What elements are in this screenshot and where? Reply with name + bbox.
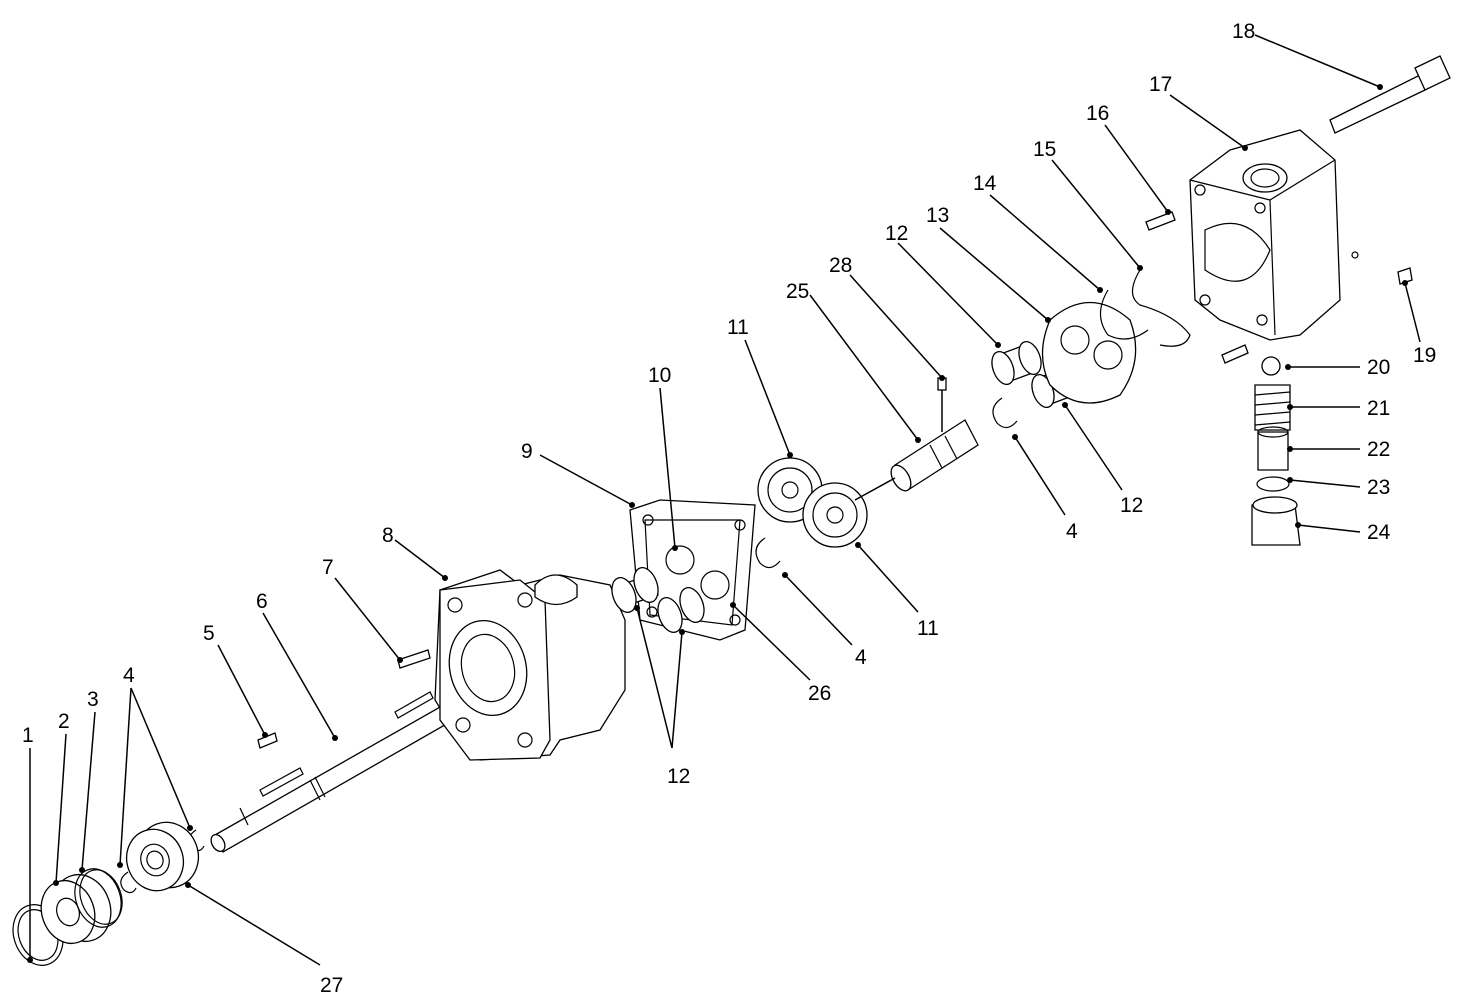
callout-9: 9 xyxy=(521,440,533,463)
seal-part xyxy=(40,873,112,945)
snap-ring-part xyxy=(992,397,1018,429)
bearing-part xyxy=(125,821,200,892)
wear-plate-part xyxy=(1041,301,1137,404)
plug-part xyxy=(1397,267,1413,285)
snap-ring-part xyxy=(755,537,781,569)
callout-12-top: 12 xyxy=(885,222,908,245)
drive-shaft-part xyxy=(210,689,479,853)
bolt-part xyxy=(1329,55,1451,134)
bushing-part xyxy=(657,587,705,633)
leader-dots xyxy=(27,84,1408,963)
callout-10: 10 xyxy=(648,364,671,387)
spring-part xyxy=(1254,384,1291,431)
callout-4-mid: 4 xyxy=(855,646,867,669)
leader-lines xyxy=(29,34,1421,966)
callout-17: 17 xyxy=(1149,73,1172,96)
callout-26: 26 xyxy=(808,682,831,705)
bushing-part xyxy=(611,567,659,613)
dowel-pin-part xyxy=(937,377,947,432)
callout-21: 21 xyxy=(1367,397,1390,420)
callout-13: 13 xyxy=(926,204,949,227)
callout-14: 14 xyxy=(973,172,997,195)
key-part xyxy=(397,649,431,669)
dowel-pin-part xyxy=(1145,211,1176,231)
callout-18: 18 xyxy=(1232,20,1255,43)
callout-28: 28 xyxy=(829,254,852,277)
callout-12-right: 12 xyxy=(1120,494,1143,517)
callout-7: 7 xyxy=(322,556,334,579)
rear-housing-part xyxy=(1189,129,1359,341)
dowel-pin-part xyxy=(1221,344,1249,364)
callout-24: 24 xyxy=(1367,521,1391,544)
cap-nut-part xyxy=(1251,496,1301,546)
callout-22: 22 xyxy=(1367,438,1390,461)
seal-part xyxy=(1099,289,1149,340)
o-ring-part xyxy=(1256,476,1290,492)
callout-12-bottom: 12 xyxy=(667,765,690,788)
callout-1: 1 xyxy=(22,724,34,747)
relief-valve-part xyxy=(1257,426,1289,471)
callout-16: 16 xyxy=(1086,102,1109,125)
callout-15: 15 xyxy=(1033,138,1056,161)
callout-3: 3 xyxy=(87,688,99,711)
callout-8: 8 xyxy=(382,524,394,547)
callout-2: 2 xyxy=(58,710,70,733)
callout-20: 20 xyxy=(1367,356,1390,379)
check-ball-part xyxy=(1261,356,1281,376)
callout-23: 23 xyxy=(1367,476,1390,499)
callout-4-right: 4 xyxy=(1066,520,1078,543)
gear-part xyxy=(802,482,868,548)
bushing-part xyxy=(991,341,1042,385)
callout-5: 5 xyxy=(203,622,215,645)
seal-part xyxy=(1131,269,1191,347)
callout-6: 6 xyxy=(256,590,268,613)
callout-25: 25 xyxy=(786,280,809,303)
callout-27: 27 xyxy=(320,974,343,997)
callout-4: 4 xyxy=(123,664,135,687)
callout-19: 19 xyxy=(1413,344,1436,367)
snap-ring-part xyxy=(120,871,137,894)
idler-shaft-part xyxy=(854,419,979,501)
front-housing-part xyxy=(434,569,626,761)
spacer-ring-part xyxy=(74,868,123,928)
callout-11-bottom: 11 xyxy=(917,617,939,640)
key-part xyxy=(257,732,278,749)
callout-11-top: 11 xyxy=(727,316,749,339)
callout-labels: 1 2 3 4 5 6 7 8 9 10 11 25 28 12 13 14 1… xyxy=(22,20,1436,997)
